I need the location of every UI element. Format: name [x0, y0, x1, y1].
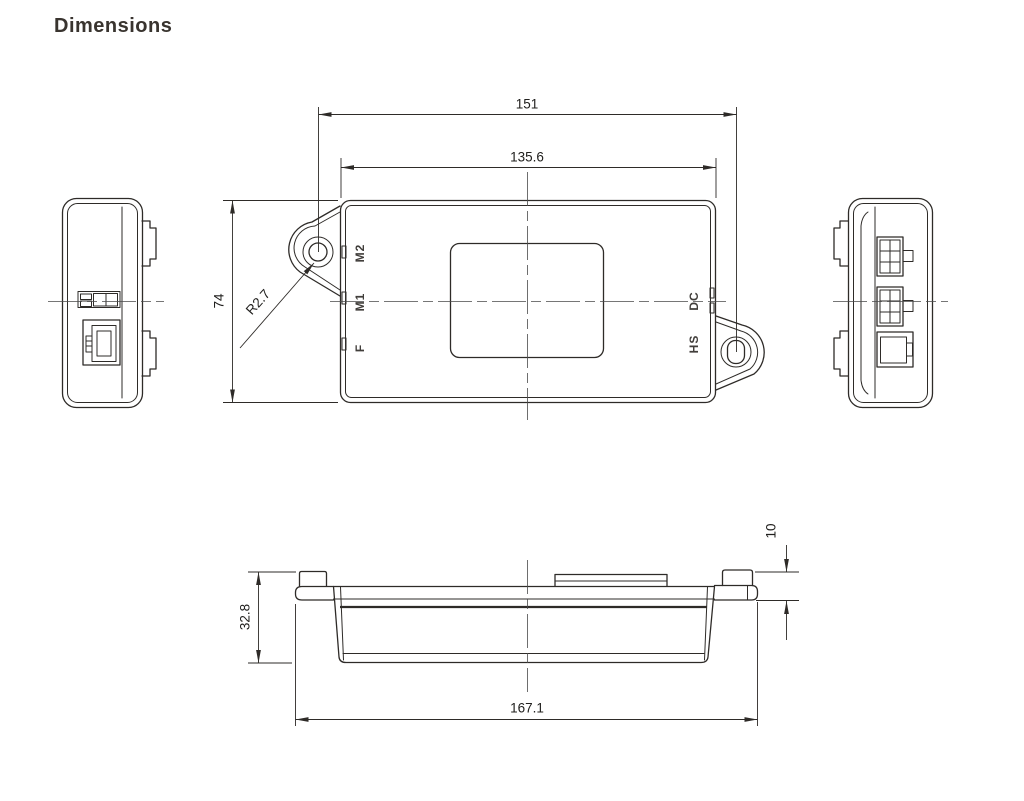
dim-label-mounting-hole-span: 151: [515, 96, 539, 112]
page-title: Dimensions: [54, 15, 173, 37]
ext-1671: [295, 602, 758, 726]
ext-1356: [340, 158, 717, 198]
port-label-m2: M2: [353, 243, 367, 263]
display-window: [449, 242, 605, 359]
right-view-lid-edge: [860, 211, 869, 395]
centerlines: [48, 172, 948, 692]
power-connector-a: [876, 236, 914, 277]
dip-switch: [77, 291, 121, 308]
dim-label-tab-offset-height: 10: [763, 523, 779, 539]
left-view-body-outline: [61, 197, 144, 409]
edge-slots: [341, 245, 715, 351]
dimension-annotations: [223, 107, 799, 726]
power-connector-b: [876, 286, 914, 327]
mounting-lug-left: [288, 205, 341, 297]
ext-74: [223, 200, 338, 403]
ext-10: [755, 571, 799, 601]
left-view-body-inner: [67, 203, 138, 403]
signal-jack: [876, 331, 914, 368]
ext-328: [248, 571, 296, 664]
bottom-body-side-walls: [340, 586, 708, 661]
dim-label-overall-depth: 32.8: [237, 603, 253, 631]
rj45-connector: [82, 319, 121, 366]
port-label-dc: DC: [687, 291, 701, 311]
leader-r27: [239, 262, 315, 349]
bottom-view: [294, 569, 759, 664]
left-view-top-lug: [141, 220, 157, 267]
right-view-body-inner: [853, 203, 928, 403]
right-view-bottom-lug: [833, 330, 849, 377]
port-label-m1: M1: [353, 292, 367, 312]
dim-label-body-width: 135.6: [510, 149, 544, 165]
right-view-top-lug: [833, 220, 849, 267]
bottom-raised-plate: [554, 573, 668, 587]
port-label-f: F: [353, 343, 367, 353]
mounting-lug-right: [715, 315, 765, 391]
bottom-right-flange: [713, 569, 759, 601]
right-view-body-outline: [847, 197, 934, 409]
bottom-left-flange: [294, 570, 335, 601]
left-view-bottom-lug: [141, 330, 157, 377]
dim-label-overall-length: 167.1: [510, 700, 544, 716]
bottom-body-outline: [332, 585, 716, 664]
dim-label-body-height: 74: [211, 293, 227, 309]
left-side-view: [61, 197, 157, 409]
right-side-view: [833, 197, 934, 409]
port-label-hs: HS: [687, 334, 701, 354]
